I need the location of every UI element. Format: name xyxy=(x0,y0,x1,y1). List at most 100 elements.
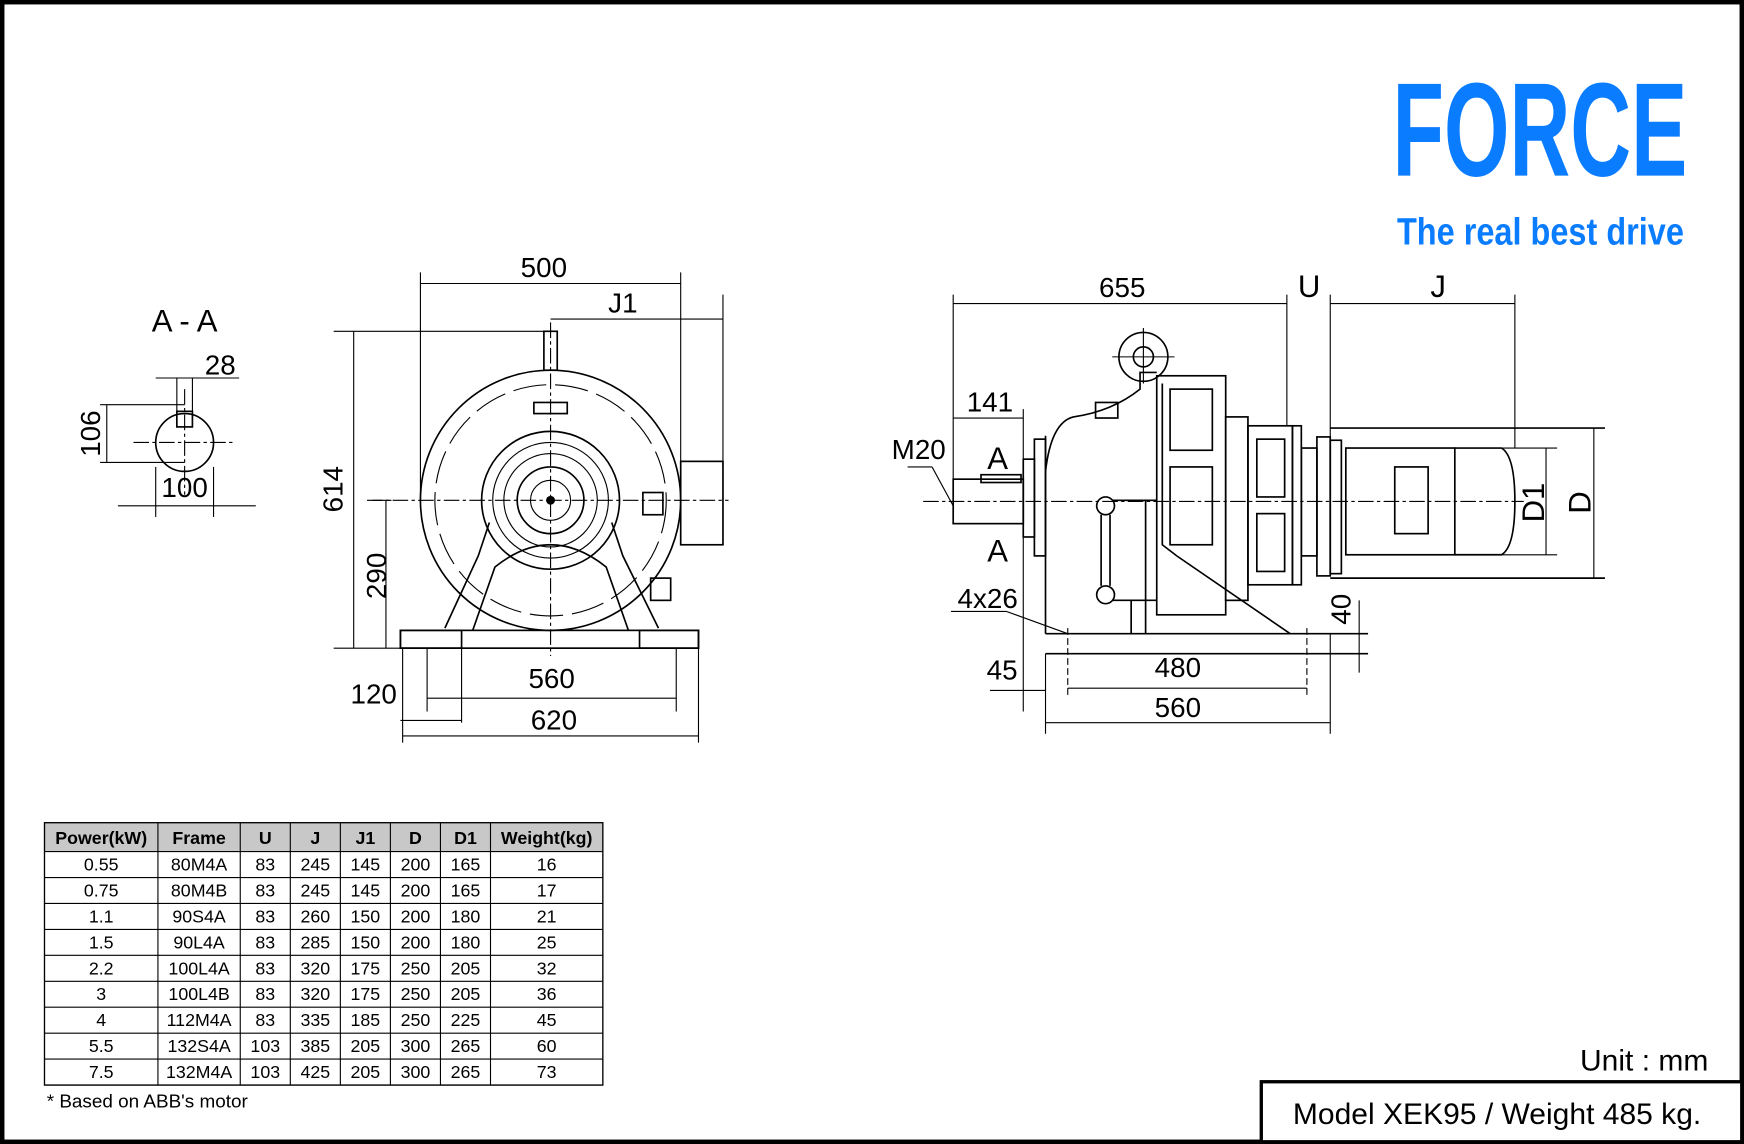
table-cell: 265 xyxy=(451,1062,481,1082)
table-cell: 132S4A xyxy=(167,1036,230,1056)
table-cell: 225 xyxy=(451,1010,481,1030)
table-cell: 285 xyxy=(300,932,330,952)
table-header-cell: J1 xyxy=(355,828,375,848)
section-marker-top: A xyxy=(987,441,1008,476)
table-cell: 165 xyxy=(451,855,481,875)
table-cell: 21 xyxy=(537,906,557,926)
dim-holes-span: 480 xyxy=(1155,652,1201,683)
table-cell: 103 xyxy=(250,1036,280,1056)
spec-table: Power(kW) Frame U J J1 D D1 Weight(kg) 0.55 80M4A… xyxy=(43,822,604,1086)
table-cell: 25 xyxy=(537,932,557,952)
dim-base-outer: 620 xyxy=(531,704,577,735)
table-cell: 80M4A xyxy=(171,855,227,875)
dim-base-len: 560 xyxy=(1155,692,1201,723)
table-cell: 0.55 xyxy=(84,855,119,875)
table-cell: 4 xyxy=(96,1010,106,1030)
table-cell: 250 xyxy=(401,984,431,1004)
table-cell: 175 xyxy=(351,984,381,1004)
dim-offset: 45 xyxy=(987,654,1018,685)
side-view: 655 U J 141 M20 A A 4x26 D1 D 40 45 480 … xyxy=(892,269,1605,734)
table-cell: 36 xyxy=(537,984,557,1004)
table-cell: 83 xyxy=(255,958,275,978)
table-cell: 60 xyxy=(537,1036,557,1056)
table-cell: 7.5 xyxy=(89,1062,114,1082)
table-header-cell: Weight(kg) xyxy=(501,828,593,848)
front-view: 500 J1 614 290 560 620 120 xyxy=(318,252,729,743)
table-cell: 145 xyxy=(351,880,381,900)
dim-j1: J1 xyxy=(608,287,637,318)
table-cell: 185 xyxy=(351,1010,381,1030)
model-caption: Model XEK95 / Weight 485 kg. xyxy=(1293,1098,1701,1131)
dim-base-height: 40 xyxy=(1325,594,1356,625)
table-cell: 83 xyxy=(255,1010,275,1030)
table-header-cell: Frame xyxy=(172,828,225,848)
table-header-cell: U xyxy=(259,828,272,848)
section-a-a-view: A - A 28 106 100 xyxy=(75,303,256,517)
table-cell: 175 xyxy=(351,958,381,978)
table-cell: 90L4A xyxy=(173,932,225,952)
table-cell: 103 xyxy=(250,1062,280,1082)
dim-u: U xyxy=(1298,269,1320,304)
dim-d: D xyxy=(1563,491,1598,513)
table-cell: 145 xyxy=(351,855,381,875)
dim-center-height: 290 xyxy=(361,553,392,599)
table-cell: 100L4A xyxy=(168,958,229,978)
table-header-cell: Power(kW) xyxy=(55,828,147,848)
table-cell: 335 xyxy=(300,1010,330,1030)
dim-keyway: 28 xyxy=(205,350,236,381)
table-cell: 83 xyxy=(255,932,275,952)
table-cell: 3 xyxy=(96,984,106,1004)
table-cell: 83 xyxy=(255,880,275,900)
table-cell: 200 xyxy=(401,855,431,875)
table-cell: 2.2 xyxy=(89,958,114,978)
table-cell: 300 xyxy=(401,1062,431,1082)
table-cell: 385 xyxy=(300,1036,330,1056)
table-cell: 83 xyxy=(255,855,275,875)
section-label: A - A xyxy=(152,303,218,338)
table-cell: 32 xyxy=(537,958,557,978)
table-cell: 300 xyxy=(401,1036,431,1056)
table-cell: 132M4A xyxy=(166,1062,232,1082)
table-cell: 16 xyxy=(537,855,557,875)
table-cell: 1.5 xyxy=(89,932,114,952)
table-cell: 200 xyxy=(401,906,431,926)
table-cell: 205 xyxy=(451,958,481,978)
table-cell: 260 xyxy=(300,906,330,926)
dim-height-total: 614 xyxy=(318,466,349,512)
table-cell: 320 xyxy=(300,958,330,978)
dim-shaft-len: 141 xyxy=(967,386,1013,417)
table-header-cell: D xyxy=(409,828,422,848)
dim-shaft-dia: 100 xyxy=(161,472,207,503)
table-cell: 0.75 xyxy=(84,880,119,900)
table-header-cell: J xyxy=(310,828,320,848)
section-marker-bottom: A xyxy=(987,533,1008,568)
table-cell: 90S4A xyxy=(172,906,226,926)
brand-name: FORCE xyxy=(1393,56,1688,205)
table-cell: 205 xyxy=(351,1036,381,1056)
table-cell: 80M4B xyxy=(171,880,227,900)
table-cell: 205 xyxy=(351,1062,381,1082)
dim-j: J xyxy=(1430,269,1446,304)
table-cell: 200 xyxy=(401,932,431,952)
table-cell: 45 xyxy=(537,1010,557,1030)
table-cell: 150 xyxy=(351,932,381,952)
table-cell: 180 xyxy=(451,932,481,952)
table-header-cell: D1 xyxy=(454,828,477,848)
brand-tagline: The real best drive xyxy=(1397,212,1684,254)
model-caption-box xyxy=(1259,1080,1744,1144)
table-cell: 17 xyxy=(537,880,557,900)
dim-holes: 4x26 xyxy=(958,583,1018,614)
table-cell: 83 xyxy=(255,984,275,1004)
table-cell: 245 xyxy=(300,855,330,875)
table-cell: 150 xyxy=(351,906,381,926)
table-cell: 250 xyxy=(401,958,431,978)
table-cell: 112M4A xyxy=(167,1010,232,1030)
table-header-bg xyxy=(44,822,603,852)
dim-d1: D1 xyxy=(1516,483,1551,523)
dim-base-side: 120 xyxy=(351,679,397,710)
dim-width-top: 500 xyxy=(521,252,567,283)
table-cell: 165 xyxy=(451,880,481,900)
brand-logo: FORCE The real best drive xyxy=(1393,56,1688,254)
